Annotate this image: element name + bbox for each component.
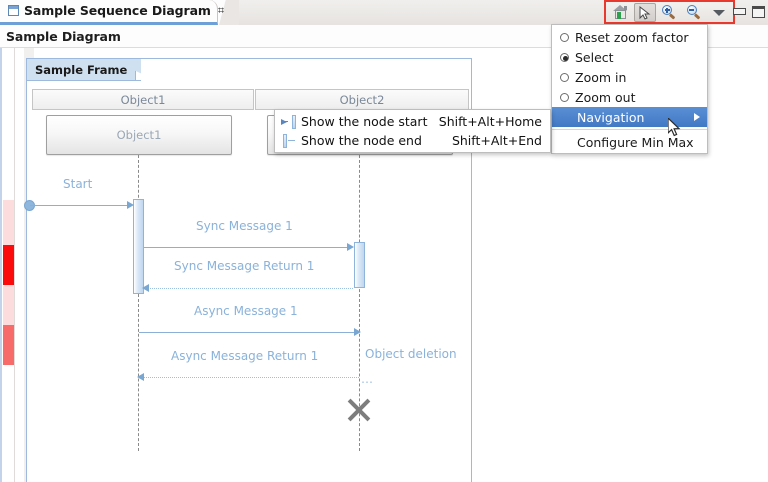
arrow-head-sync-1 <box>347 243 354 251</box>
menu-item-label: Configure Min Max <box>577 134 694 150</box>
menu-item-label: Zoom in <box>575 69 627 85</box>
object-destruction-icon <box>346 397 372 423</box>
tab-bar: Sample Sequence Diagram ⌗ <box>0 0 768 25</box>
submenu-item-show-node-end[interactable]: Show the node end Shift+Alt+End <box>275 131 550 150</box>
zoom-in-icon <box>662 5 677 20</box>
radio-icon <box>560 32 569 42</box>
lifeline-dash-object1 <box>138 155 139 451</box>
activation-bar-object2[interactable] <box>354 242 365 288</box>
chevron-right-icon <box>694 113 700 121</box>
chevron-down-icon <box>712 9 725 16</box>
select-cursor-icon <box>638 5 652 20</box>
menu-item-label: Zoom out <box>575 89 636 105</box>
annotation-ellipsis: … <box>361 372 374 386</box>
message-label-start: Start <box>63 177 93 191</box>
frame-tab: Sample Frame <box>27 59 137 81</box>
submenu-item-show-node-start[interactable]: Show the node start Shift+Alt+Home <box>275 112 550 131</box>
annotation-object-deletion: Object deletion <box>365 347 457 361</box>
menu-item-configure-min-max[interactable]: Configure Min Max <box>552 132 707 152</box>
home-icon-button[interactable] <box>609 3 632 22</box>
select-cursor-button[interactable] <box>633 2 657 22</box>
node-start-icon <box>281 114 297 129</box>
ruler-marker[interactable] <box>3 200 14 245</box>
lifeline-label: Object1 <box>116 128 162 142</box>
zoom-in-button[interactable] <box>658 3 681 22</box>
arrow-head-start <box>127 201 134 209</box>
tab-label: Sample Sequence Diagram <box>24 2 211 18</box>
page-title: Sample Diagram <box>6 28 121 44</box>
message-line-async-1[interactable] <box>139 332 357 333</box>
submenu-item-label: Show the node start <box>301 114 428 129</box>
ruler-marker[interactable] <box>3 245 14 285</box>
object-column-header-2[interactable]: Object2 <box>255 89 469 110</box>
message-line-start[interactable] <box>30 205 130 206</box>
menu-item-reset-zoom-factor[interactable]: Reset zoom factor <box>552 27 707 47</box>
menu-item-label: Navigation <box>577 109 645 125</box>
close-icon[interactable]: ⌗ <box>217 3 225 17</box>
menu-separator <box>552 129 707 130</box>
object-header-label: Object2 <box>339 92 385 107</box>
zoom-dropdown-menu[interactable]: Reset zoom factor Select Zoom in Zoom ou… <box>551 24 708 154</box>
menu-item-label: Reset zoom factor <box>575 29 689 45</box>
frame-tab-corner <box>127 59 141 81</box>
ruler-marker[interactable] <box>3 285 14 325</box>
arrow-head-sync-return-1 <box>142 284 149 292</box>
menu-item-label: Select <box>575 49 614 65</box>
lifeline-box-object1[interactable]: Object1 <box>46 115 232 155</box>
submenu-item-shortcut: Shift+Alt+Home <box>438 114 542 129</box>
radio-checked-icon <box>560 52 569 62</box>
submenu-item-label: Show the node end <box>301 133 422 148</box>
menu-item-zoom-out[interactable]: Zoom out <box>552 87 707 107</box>
zoom-out-icon <box>686 5 702 20</box>
activation-bar-object1[interactable] <box>133 199 144 294</box>
node-end-icon <box>281 133 297 148</box>
arrow-head-async-return-1 <box>137 373 144 381</box>
home-icon <box>612 5 628 19</box>
submenu-item-shortcut: Shift+Alt+End <box>451 133 542 148</box>
radio-icon <box>560 92 569 102</box>
frame-label: Sample Frame <box>35 62 128 77</box>
ruler-marker[interactable] <box>3 325 14 365</box>
radio-icon <box>560 72 569 82</box>
view-menu-button[interactable] <box>707 3 730 22</box>
sequence-diagram-frame: Sample Frame Object1 Object2 Object1 Obj… <box>24 58 472 482</box>
navigation-submenu[interactable]: Show the node start Shift+Alt+Home Show … <box>274 109 551 153</box>
tab-sample-sequence-diagram[interactable]: Sample Sequence Diagram ⌗ <box>0 0 224 25</box>
overview-ruler[interactable] <box>0 48 15 482</box>
message-label-async-return-1: Async Message Return 1 <box>171 349 319 363</box>
message-label-sync-return-1: Sync Message Return 1 <box>174 259 315 273</box>
lifeline-dash-object2 <box>359 155 360 451</box>
zoom-out-button[interactable] <box>683 3 706 22</box>
object-header-label: Object1 <box>120 92 166 107</box>
menu-item-navigation[interactable]: Navigation <box>552 107 707 127</box>
diagram-tab-icon <box>8 4 19 16</box>
message-label-sync-1: Sync Message 1 <box>196 219 293 233</box>
message-label-async-1: Async Message 1 <box>194 304 298 318</box>
message-line-async-return-1[interactable] <box>143 377 359 378</box>
arrow-head-async-1 <box>354 328 361 336</box>
object-column-header-1[interactable]: Object1 <box>32 89 254 110</box>
zoom-toolbar-group <box>604 0 735 24</box>
minimize-icon[interactable] <box>732 5 746 17</box>
ruler-edge <box>0 48 2 482</box>
window-buttons <box>732 5 765 18</box>
menu-item-zoom-in[interactable]: Zoom in <box>552 67 707 87</box>
maximize-icon[interactable] <box>751 5 765 18</box>
menu-item-select[interactable]: Select <box>552 47 707 67</box>
message-line-sync-1[interactable] <box>144 247 350 248</box>
message-line-sync-return-1[interactable] <box>147 288 353 289</box>
